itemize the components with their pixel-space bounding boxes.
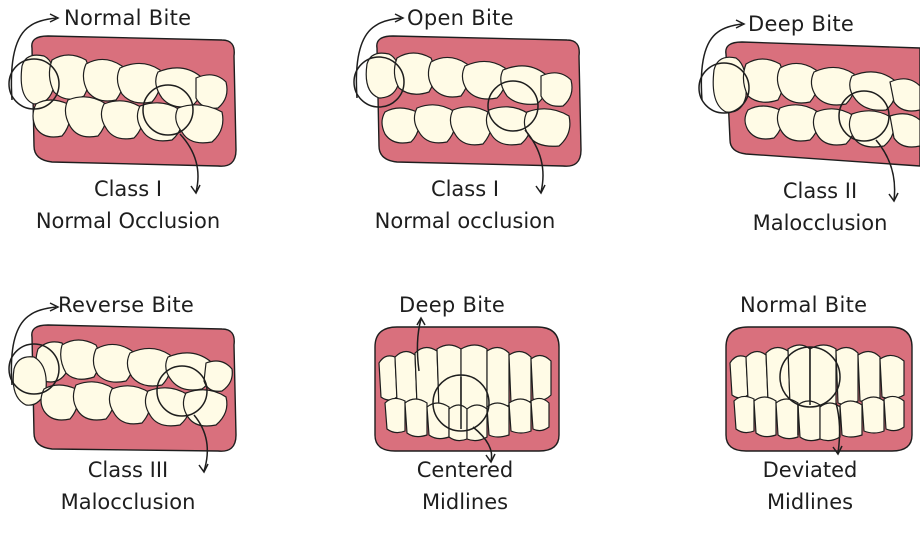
- panel-open-bite-class-1: Open Bite Class I Normal occlusion: [345, 0, 645, 250]
- panel-reverse-bite-class-3: Reverse Bite Class III Malocclusion: [0, 285, 300, 535]
- midline-state-label: Deviated: [690, 455, 920, 485]
- occlusion-class-label: Class I: [345, 174, 585, 204]
- panel-normal-bite-class-1: Normal Bite Class I Normal Occlusion: [0, 0, 300, 250]
- midline-state-label: Centered: [345, 455, 585, 485]
- bite-type-label: Reverse Bite: [58, 293, 194, 317]
- occlusion-class-label: Class III: [8, 455, 248, 485]
- bite-type-label: Deep Bite: [748, 12, 854, 36]
- occlusion-class-label: Class II: [700, 176, 920, 206]
- midline-description-label: Midlines: [690, 487, 920, 517]
- occlusion-description-label: Normal occlusion: [345, 206, 585, 236]
- panel-deep-bite-class-2: Deep Bite Class II Malocclusion: [690, 0, 920, 250]
- occlusion-description-label: Normal Occlusion: [8, 206, 248, 236]
- occlusion-class-label: Class I: [8, 174, 248, 204]
- midline-description-label: Midlines: [345, 487, 585, 517]
- occlusion-description-label: Malocclusion: [700, 208, 920, 238]
- panel-deep-bite-centered-midlines: Deep Bite Centered Midlines: [345, 285, 645, 535]
- bite-type-label: Normal Bite: [64, 6, 191, 30]
- bite-type-label: Deep Bite: [399, 293, 505, 317]
- occlusion-description-label: Malocclusion: [8, 487, 248, 517]
- bite-type-label: Normal Bite: [740, 293, 867, 317]
- panel-normal-bite-deviated-midlines: Normal Bite Deviated Midlines: [700, 285, 920, 535]
- bite-type-label: Open Bite: [407, 6, 514, 30]
